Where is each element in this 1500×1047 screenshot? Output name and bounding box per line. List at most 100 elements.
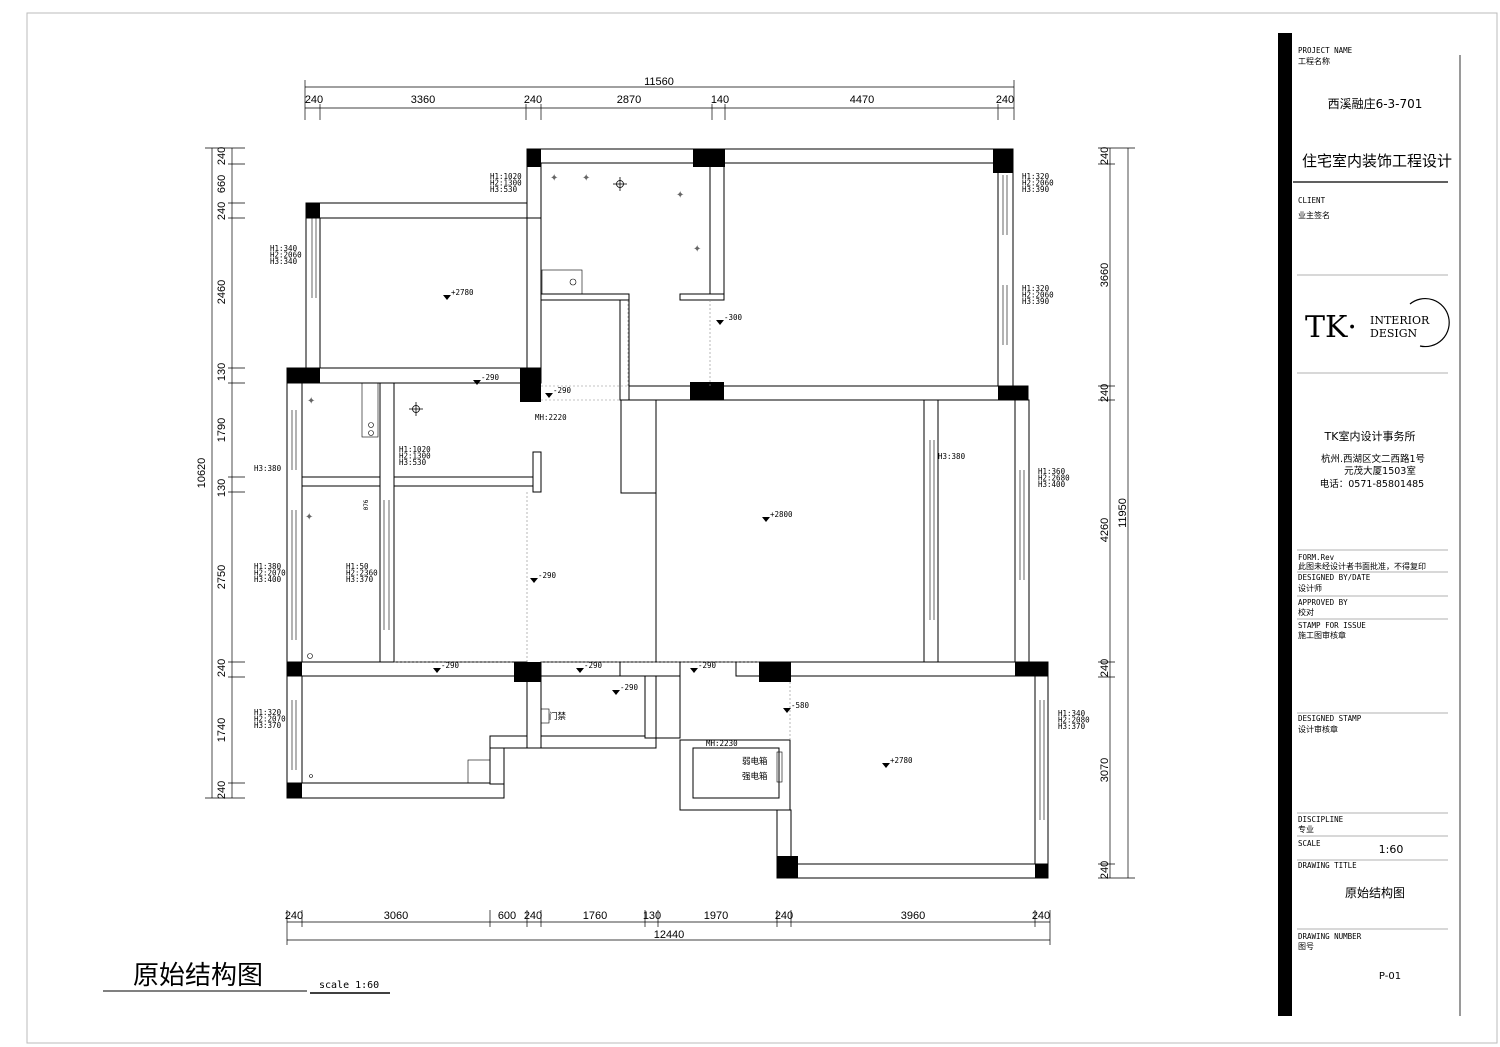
level-mark: -300	[716, 313, 743, 325]
project-name-en: PROJECT NAME	[1298, 46, 1353, 55]
title-block-bar	[1278, 33, 1292, 1016]
level-value: -300	[724, 313, 743, 322]
level-triangle-icon	[443, 295, 451, 300]
firm-name: TK室内设计事务所	[1324, 429, 1416, 443]
window-spec-line: H3:390	[1022, 297, 1050, 306]
window-spec-line: H2:2070	[254, 715, 286, 724]
level-mark: -580	[783, 701, 810, 713]
right-dim-label: 240	[1099, 861, 1111, 879]
level-mark: -290	[576, 661, 603, 673]
spotlight-icon: ✦	[550, 173, 558, 184]
logo-arc-icon	[1409, 297, 1450, 348]
right-dim-label: 3070	[1099, 758, 1111, 782]
height-marks: +2780-300-290-290+2800-290-290-290-290-2…	[433, 288, 913, 768]
bottom-total-dimension: 12440	[654, 929, 685, 941]
window-spec-line: H1:320	[254, 708, 282, 717]
spotlight-icon: ✦	[305, 512, 313, 523]
designed-by-en: DESIGNED BY/DATE	[1298, 573, 1371, 582]
fixtures	[307, 269, 783, 784]
window-spec-line: H1:380	[254, 562, 282, 571]
bottom-dim-label: 3960	[901, 910, 925, 922]
right-dim-label: 240	[1099, 384, 1111, 402]
level-mark: -290	[433, 661, 460, 673]
level-mark: +2800	[762, 510, 793, 522]
level-triangle-icon	[783, 708, 791, 713]
left-dim-label: 1740	[216, 718, 228, 742]
drawing-scale: scale 1:60	[319, 980, 379, 991]
window-spec-line: H3:380	[254, 464, 282, 473]
bottom-dim-label: 240	[1032, 910, 1050, 922]
level-value: -290	[538, 571, 557, 580]
client-en: CLIENT	[1298, 196, 1326, 205]
left-dim-label: 2750	[216, 565, 228, 589]
approved-by-en: APPROVED BY	[1298, 598, 1348, 607]
lamp-icon-group	[409, 177, 627, 416]
top-dim-label: 240	[305, 94, 323, 106]
left-total-dimension: 10620	[196, 458, 208, 489]
bottom-dim-label: 600	[498, 910, 516, 922]
window-spec-line: H3:400	[1038, 480, 1066, 489]
level-mark: +2780	[882, 756, 913, 768]
logo-sub-interior: INTERIOR	[1370, 314, 1430, 327]
window-spec-line: H2:2360	[346, 569, 378, 578]
sheet-border	[26, 12, 1498, 1044]
top-dim-label: 4470	[850, 94, 874, 106]
level-triangle-icon	[762, 517, 770, 522]
level-mark: -290	[690, 661, 717, 673]
discipline-cn: 专业	[1298, 824, 1314, 834]
window-spec-line: H2:2060	[270, 251, 302, 260]
level-value: -580	[791, 701, 810, 710]
right-dim-label: 240	[1099, 147, 1111, 165]
drawing-title: 原始结构图	[133, 961, 263, 991]
drawing-number-cn: 图号	[1298, 942, 1314, 951]
spot-light-icons: ✦ ✦ ✦ ✦ ✦ ✦	[305, 173, 701, 523]
form-rev-cn: 此图未经设计者书面批准，不得复印	[1298, 561, 1426, 571]
left-dim-label: 240	[216, 202, 228, 220]
window-spec-line: H1:1020	[490, 172, 522, 181]
window-spec-labels: H1:1020H2:1300H3:530H1:320H2:2060H3:390H…	[254, 172, 1090, 731]
door-height-note: MH:2220	[535, 413, 567, 422]
bottom-dim-label: 240	[775, 910, 793, 922]
right-dim-label: 240	[1099, 659, 1111, 677]
window-spec-line: H1:320	[1022, 284, 1050, 293]
window-spec-line: H2:1300	[490, 179, 522, 188]
door-height-note: MH:2230	[706, 739, 738, 748]
top-dim-label: 3360	[411, 94, 435, 106]
firm-address-2: 元茂大厦1503室	[1344, 465, 1416, 477]
level-mark: -290	[612, 683, 639, 695]
level-value: -290	[441, 661, 460, 670]
level-mark: +2780	[443, 288, 474, 300]
right-dim-label: 3660	[1099, 263, 1111, 287]
drawing-number-value: P-01	[1379, 971, 1401, 982]
window-spec-line: H2:1300	[399, 452, 431, 461]
drawing-number-en: DRAWING NUMBER	[1298, 932, 1362, 941]
discipline-en: DISCIPLINE	[1298, 815, 1344, 824]
level-triangle-icon	[612, 690, 620, 695]
top-dim-label: 140	[711, 94, 729, 106]
tk-logo: TK· INTERIOR DESIGN	[1305, 297, 1450, 348]
spotlight-icon: ✦	[582, 173, 590, 184]
level-triangle-icon	[690, 668, 698, 673]
left-dim-label: 130	[216, 363, 228, 381]
stamp-issue-cn: 施工图审核章	[1298, 630, 1346, 640]
level-value: -290	[620, 683, 639, 692]
right-dim-label: 4260	[1099, 518, 1111, 542]
window-spec-line: H3:390	[1022, 185, 1050, 194]
window-spec-line: H3:530	[399, 458, 427, 467]
left-dim-label: 2460	[216, 280, 228, 304]
bottom-dim-label: 3060	[384, 910, 408, 922]
window-spec-line: H2:2060	[1022, 179, 1054, 188]
top-dim-label: 2870	[617, 94, 641, 106]
project-type: 住宅室内装饰工程设计	[1302, 152, 1452, 170]
level-mark: -290	[473, 373, 500, 385]
level-value: -290	[698, 661, 717, 670]
design-stamp-cn: 设计审核章	[1298, 724, 1338, 734]
right-total-dimension: 11950	[1117, 498, 1129, 528]
left-dim-label: 1790	[216, 418, 228, 442]
level-value: +2780	[451, 288, 474, 297]
window-spec-line: H1:1020	[399, 445, 431, 454]
window-spec-line: H3:370	[254, 721, 282, 730]
